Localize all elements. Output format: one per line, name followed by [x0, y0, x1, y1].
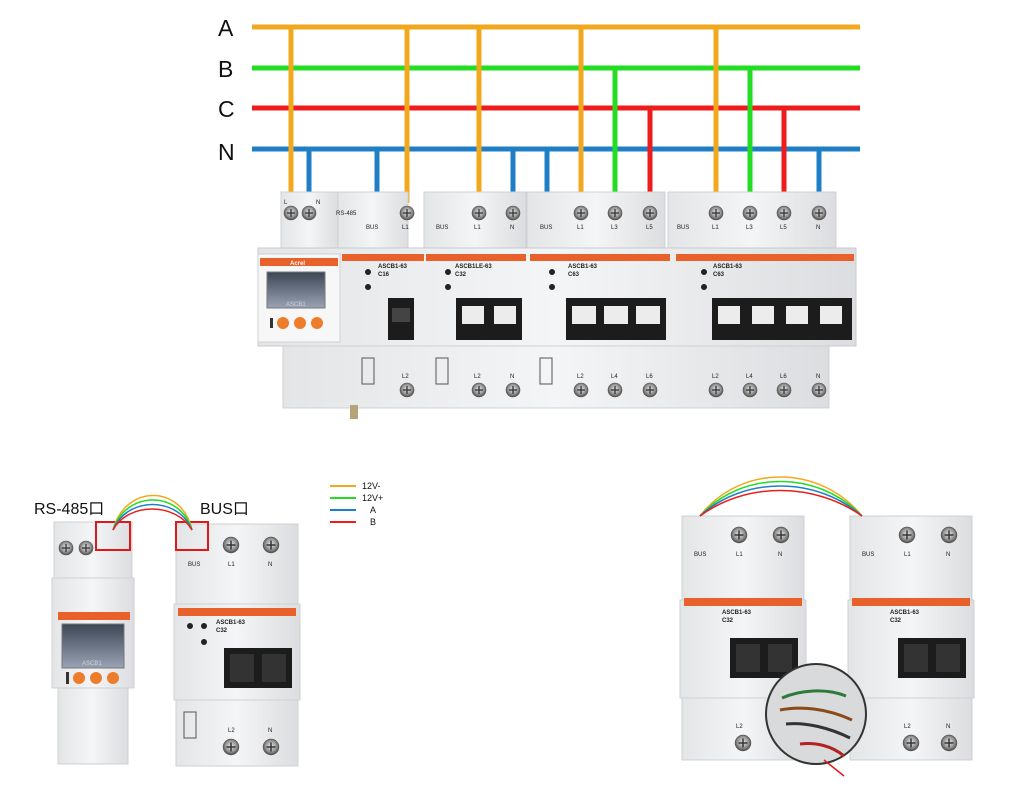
br2-bot-n: N	[946, 724, 950, 730]
bus-bars: A B C N	[218, 15, 860, 165]
bus-label-c: C	[218, 96, 235, 122]
m3-top-l1: L1	[577, 225, 584, 231]
bl-bot-n: N	[268, 728, 272, 734]
cable-closeup-inset	[765, 663, 867, 765]
br1-top-l1: L1	[736, 552, 743, 558]
bottom-left-assembly: RS-485口 BUS口 ASCB1 BUS L1 N ASCB1-63 C32	[34, 494, 301, 767]
m4-bot-l4: L4	[746, 374, 753, 380]
br2-bot-l2: L2	[904, 724, 911, 730]
bl-meter-model: ASCB1	[82, 661, 102, 667]
bl-breaker-model: ASCB1-63	[216, 620, 246, 626]
bl-top-bus: BUS	[188, 562, 200, 568]
m4-top-n: N	[816, 225, 820, 231]
meter-brand: Acrel	[290, 261, 305, 267]
module-3-rating: C63	[568, 272, 580, 278]
m3-bot-l6: L6	[646, 374, 653, 380]
module-2-rating: C32	[455, 272, 467, 278]
bl-top-n: N	[268, 562, 272, 568]
legend-a: A	[370, 505, 376, 515]
bus-port-label: BUS口	[200, 501, 249, 518]
m4-top-bus: BUS	[677, 225, 689, 231]
module-1-rating: C16	[378, 272, 390, 278]
m3-top-l3: L3	[611, 225, 618, 231]
m2-top-l1: L1	[474, 225, 481, 231]
br2-model: ASCB1-63	[890, 610, 920, 616]
m1-top-l1: L1	[402, 225, 409, 231]
br1-top-bus: BUS	[694, 552, 706, 558]
bl-breaker-rating: C32	[216, 628, 228, 634]
module-2-model: ASCB1LE-63	[455, 264, 492, 270]
m4-bot-n: N	[816, 374, 820, 380]
m2-top-bus: BUS	[436, 225, 448, 231]
legend-12v-minus: 12V-	[362, 481, 381, 491]
br2-top-n: N	[946, 552, 950, 558]
m4-top-l5: L5	[780, 225, 787, 231]
drop-wires	[288, 27, 822, 203]
bus-port-highlight	[175, 521, 209, 551]
br1-rating: C32	[722, 618, 734, 624]
m3-top-l5: L5	[646, 225, 653, 231]
meter-term-n: N	[316, 200, 320, 206]
bl-bot-l2: L2	[228, 728, 235, 734]
m3-top-bus: BUS	[540, 225, 552, 231]
top-breaker-panel: Acrel ASCB1 ASCB1-63 C16 ASCB1LE-63 C32 …	[257, 191, 857, 419]
m4-bot-l6: L6	[780, 374, 787, 380]
rs485-port-label: RS-485口	[34, 501, 104, 518]
m1-bot-l2: L2	[402, 374, 409, 380]
legend-12v-plus: 12V+	[362, 493, 383, 503]
module-1-model: ASCB1-63	[378, 264, 408, 270]
m3-bot-l2: L2	[577, 374, 584, 380]
meter-term-l: L	[284, 200, 288, 206]
legend-b: B	[370, 517, 376, 527]
bottom-right-assembly: BUS L1 N ASCB1-63 C32 L2 BUS L1 N ASCB1-…	[679, 476, 975, 777]
m2-bot-n: N	[510, 374, 514, 380]
br1-model: ASCB1-63	[722, 610, 752, 616]
m4-top-l1: L1	[712, 225, 719, 231]
m4-top-l3: L3	[746, 225, 753, 231]
m2-top-n: N	[510, 225, 514, 231]
m4-bot-l2: L2	[712, 374, 719, 380]
br2-rating: C32	[890, 618, 902, 624]
wire-legend: 12V- 12V+ A B	[330, 481, 383, 527]
m3-bot-l4: L4	[611, 374, 618, 380]
bus-label-a: A	[218, 15, 234, 41]
rs485-port-highlight	[95, 521, 131, 551]
bus-label-b: B	[218, 56, 233, 82]
meter-term-rs485: RS-485	[336, 211, 357, 217]
bl-top-l1: L1	[228, 562, 235, 568]
m2-bot-l2: L2	[474, 374, 481, 380]
br1-top-n: N	[778, 552, 782, 558]
module-4-rating: C63	[713, 272, 725, 278]
br1-bot-l2: L2	[736, 724, 743, 730]
bus-label-n: N	[218, 139, 235, 165]
module-3-model: ASCB1-63	[568, 264, 598, 270]
meter-model: ASCB1	[286, 302, 306, 308]
module-4-model: ASCB1-63	[713, 264, 743, 270]
br2-top-l1: L1	[904, 552, 911, 558]
m1-top-bus: BUS	[366, 225, 378, 231]
br2-top-bus: BUS	[862, 552, 874, 558]
